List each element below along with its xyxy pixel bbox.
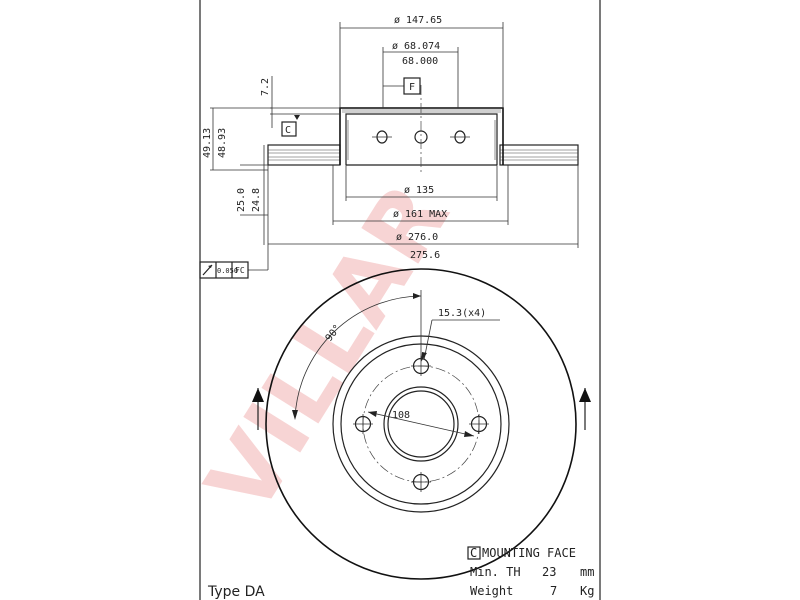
section-view: ø 147.65 ø 68.074 68.000 F 7.2 C	[199, 15, 579, 279]
runout-value: 0.050	[217, 267, 238, 275]
datum-f-label: F	[409, 82, 415, 93]
dim-thickness-max: 25.0	[236, 188, 247, 212]
legend-weight-unit: Kg	[580, 584, 594, 598]
dim-hub-height-text: 7.2	[260, 78, 271, 96]
disc-left-flange	[267, 144, 341, 166]
front-view: 90° 15.3(x4) 108	[252, 268, 591, 580]
pcd-text: 108	[392, 410, 410, 421]
dim-disc-diameter: ø 276.0 275.6	[267, 165, 579, 261]
dim-hat-max-text: ø 161 MAX	[393, 209, 447, 220]
dim-overall-height: 49.13 48.93	[202, 107, 272, 171]
dim-bore-text: ø 68.074	[392, 41, 440, 52]
legend-weight-label: Weight	[470, 584, 513, 598]
datum-c-label: C	[285, 125, 291, 136]
legend-mounting-text: MOUNTING FACE	[482, 546, 576, 560]
legend: C MOUNTING FACE Min. TH 23 mm Weight 7 K…	[467, 546, 594, 598]
legend-min-th-value: 23	[542, 565, 556, 579]
legend-mounting-key: C	[470, 546, 477, 560]
type-label: Type DA	[207, 584, 265, 600]
dim-top-outer-text: ø 147.65	[394, 15, 442, 26]
section-arrow-right	[579, 388, 591, 430]
watermark-text: VILLAR	[186, 166, 470, 532]
datum-f: F	[383, 77, 421, 95]
pcd-dimension: 108	[367, 410, 475, 437]
dim-hat-diameter-text: ø 135	[404, 185, 434, 196]
runout-ref: FC	[235, 266, 245, 275]
dim-top-outer: ø 147.65	[339, 15, 504, 108]
watermark: VILLAR	[186, 166, 470, 532]
bore-circle	[383, 386, 459, 462]
datum-c: C	[281, 115, 300, 137]
hub-hat	[339, 107, 504, 166]
dim-hub-height: 7.2	[260, 76, 340, 128]
dim-thickness: 25.0 24.8	[236, 145, 268, 245]
dim-thickness-min: 24.8	[251, 188, 262, 212]
disc-outer-circle	[265, 268, 577, 580]
legend-min-th-label: Min. TH	[470, 565, 521, 579]
disc-right-flange	[499, 144, 579, 166]
hole-callout-text: 15.3(x4)	[438, 308, 486, 319]
bore-inner-circle	[387, 390, 455, 458]
hole-callout: 15.3(x4)	[421, 308, 500, 362]
dim-overall-height-max: 49.13	[202, 128, 213, 158]
legend-weight-value: 7	[550, 584, 557, 598]
dim-bore: ø 68.074 68.000	[382, 41, 459, 108]
dim-overall-height-min: 48.93	[217, 128, 228, 158]
dim-hat-max: ø 161 MAX	[332, 165, 509, 225]
runout-tolerance: 0.050 FC	[199, 248, 269, 279]
dim-hat-diameter: ø 135	[345, 165, 498, 201]
dim-disc-diameter-min: 275.6	[410, 250, 440, 261]
dim-disc-diameter-max: ø 276.0	[396, 232, 438, 243]
legend-min-th-unit: mm	[580, 565, 594, 579]
section-arrow-left	[252, 388, 264, 430]
dim-bore-lower-text: 68.000	[402, 56, 438, 67]
